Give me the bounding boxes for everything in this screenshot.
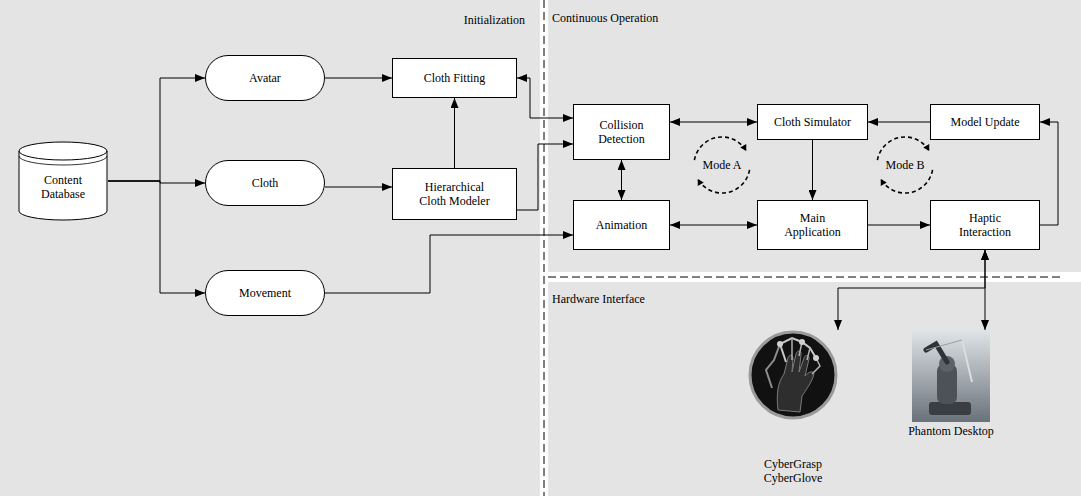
exoskeleton — [766, 344, 780, 388]
cylinder-rim — [19, 151, 107, 160]
connector — [812, 140, 813, 200]
cylinder-body — [19, 142, 107, 220]
connector — [325, 78, 392, 79]
process-box: Cloth Fitting — [392, 58, 517, 98]
cycle-arc — [881, 170, 933, 193]
data-terminal: Movement — [205, 270, 325, 316]
panel-ground — [548, 0, 1081, 272]
connector — [108, 78, 205, 181]
process-box: Haptic Interaction — [930, 200, 1040, 250]
process-box: Model Update — [930, 104, 1040, 140]
cycle-arrowhead — [698, 179, 704, 186]
connector — [517, 144, 573, 210]
mode-cycle: Mode B — [873, 133, 937, 197]
device-caption: CyberGrasp CyberGlove — [751, 458, 835, 486]
connector — [1040, 122, 1058, 225]
process-box: Collision Detection — [573, 104, 670, 160]
connector — [985, 250, 986, 330]
mode-cycle: Mode A — [690, 133, 754, 197]
connector — [621, 160, 622, 200]
device-figure: Phantom Desktop — [896, 330, 1006, 439]
process-box: Main Application — [757, 200, 868, 250]
box-label: Avatar — [249, 71, 281, 85]
cycle-arc — [877, 137, 929, 160]
box-label: Cloth Simulator — [774, 115, 851, 129]
box-label: Movement — [239, 286, 291, 300]
cycle-arrowhead — [881, 179, 887, 186]
cylinder-rim — [19, 156, 107, 165]
box-label: Collision Detection — [584, 118, 659, 147]
connector — [838, 250, 985, 330]
region-panel: Hardware Interface CyberGrasp CyberGlove… — [548, 282, 1081, 496]
joint — [777, 341, 783, 347]
mode-label: Mode B — [886, 158, 925, 172]
panel-ground — [548, 282, 1081, 496]
photo-ground — [912, 330, 990, 422]
connector — [517, 78, 573, 118]
region-title: Hardware Interface — [548, 282, 1081, 307]
process-box: Cloth Simulator — [757, 104, 868, 140]
hand-shape — [777, 351, 814, 412]
box-label: Main Application — [774, 211, 851, 240]
device-link — [926, 340, 962, 350]
device-stylus — [962, 340, 972, 382]
region-panel: Continuous OperationCollision Detection C… — [548, 0, 1081, 272]
cycle-arrowhead — [740, 144, 746, 151]
joint — [813, 355, 819, 361]
process-box: Animation — [573, 200, 670, 250]
region-title: Initialization — [0, 0, 540, 28]
cycle-arrowhead — [923, 144, 929, 151]
data-terminal: Avatar — [205, 55, 325, 101]
box-label: Model Update — [951, 115, 1020, 129]
box-label: Animation — [596, 218, 647, 232]
panel-ground — [0, 0, 540, 496]
glove-photo — [748, 330, 838, 420]
data-terminal: Cloth — [205, 160, 325, 206]
connector — [868, 225, 930, 226]
connector — [670, 122, 757, 123]
joint — [799, 339, 805, 345]
divider-line — [544, 0, 545, 496]
device-figure: CyberGrasp CyberGlove — [738, 330, 848, 486]
device-photo — [912, 330, 990, 422]
box-label: Cloth Fitting — [424, 71, 486, 85]
box-label: Haptic Interaction — [943, 211, 1027, 240]
connector — [454, 98, 455, 168]
connector — [325, 235, 573, 293]
process-box: Hierarchical Cloth Modeler — [392, 168, 517, 220]
cycle-arc — [698, 170, 750, 193]
connector — [325, 187, 392, 188]
connector — [108, 181, 205, 293]
mode-label: Mode A — [703, 158, 742, 172]
region-panel: Initialization Content DatabaseAvatarClo… — [0, 0, 540, 496]
connector — [868, 122, 930, 123]
connector — [670, 225, 757, 226]
database-node: Content Database — [18, 141, 108, 221]
exoskeleton — [792, 338, 820, 374]
database-label: Content Database — [28, 173, 98, 202]
region-title: Continuous Operation — [548, 0, 1081, 26]
photo-frame — [750, 332, 836, 418]
box-label: Hierarchical Cloth Modeler — [411, 180, 498, 209]
exoskeleton — [780, 338, 816, 362]
box-label: Cloth — [252, 176, 279, 190]
device-caption: Phantom Desktop — [896, 425, 1006, 439]
cycle-arc — [694, 137, 746, 160]
